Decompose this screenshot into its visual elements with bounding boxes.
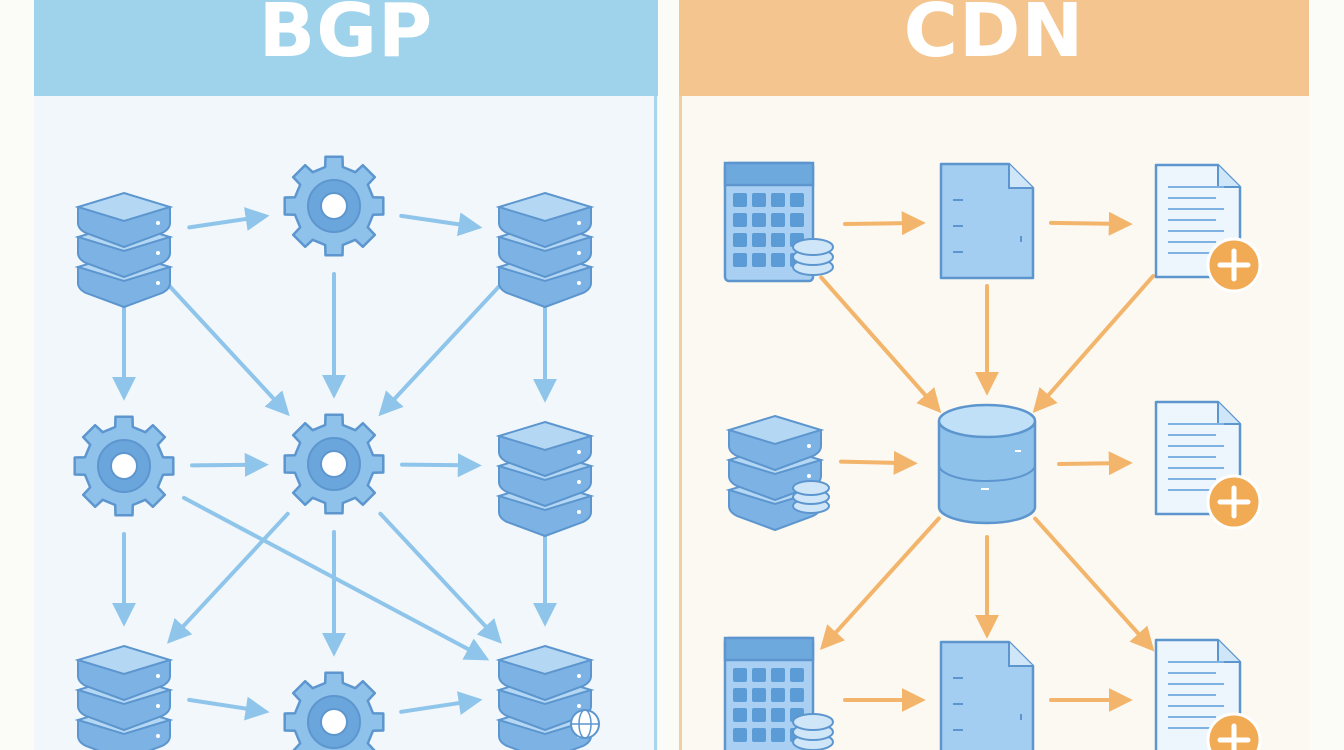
arrow-b8-b9: [399, 691, 483, 715]
arrow-c1-c2: [843, 211, 926, 236]
cdn-header: CDN: [679, 0, 1309, 96]
arrow-c5-c7: [819, 516, 941, 651]
arrow-c4-c5: [839, 450, 918, 475]
gear-icon: [73, 415, 175, 517]
nodes-layer: [73, 155, 1262, 750]
arrow-b1-b5: [166, 283, 290, 417]
bgp-panel: BGP: [34, 0, 658, 750]
add-document-icon: [1154, 400, 1262, 530]
server-stack-icon: [74, 644, 174, 750]
gear-icon: [283, 155, 385, 257]
arrow-c2-c3: [1049, 211, 1133, 236]
spreadsheet-database-icon: [723, 636, 834, 750]
arrow-c3-c5: [1032, 274, 1156, 414]
cdn-divider: [679, 96, 682, 750]
server-stack-icon: [495, 644, 600, 750]
database-icon: [937, 403, 1037, 525]
document-icon: [939, 640, 1035, 750]
spreadsheet-database-icon: [723, 161, 834, 283]
arrow-b4-b5: [190, 452, 269, 477]
add-document-icon: [1154, 638, 1262, 750]
gear-icon: [283, 671, 385, 750]
server-stack-icon: [725, 414, 830, 532]
add-document-icon: [1154, 163, 1262, 293]
arrow-b4-b9: [182, 495, 490, 661]
server-stack-icon: [495, 420, 595, 538]
cdn-panel: CDN: [679, 0, 1309, 750]
server-stack-icon: [74, 191, 174, 309]
bgp-title: BGP: [258, 0, 434, 74]
bgp-divider: [654, 96, 657, 750]
coin-stack-icon: [792, 480, 830, 514]
arrow-c1-c5: [819, 275, 942, 414]
arrow-c5-c9: [1033, 516, 1155, 652]
arrows-layer: [112, 207, 1156, 721]
arrow-b5-b7: [167, 511, 290, 644]
globe-icon: [570, 709, 600, 739]
arrow-c5-c6: [1057, 451, 1133, 476]
document-icon: [939, 162, 1035, 280]
server-stack-icon: [495, 191, 595, 309]
cdn-title: CDN: [903, 0, 1085, 74]
gear-icon: [283, 413, 385, 515]
arrow-b7-b8: [187, 696, 270, 721]
bgp-header: BGP: [34, 0, 658, 96]
arrow-b2-b3: [399, 212, 483, 237]
arrow-b5-b6: [400, 453, 482, 478]
arrow-b5-b9: [378, 511, 502, 644]
arrow-b1-b2: [187, 207, 270, 231]
arrow-b3-b5: [378, 283, 503, 417]
